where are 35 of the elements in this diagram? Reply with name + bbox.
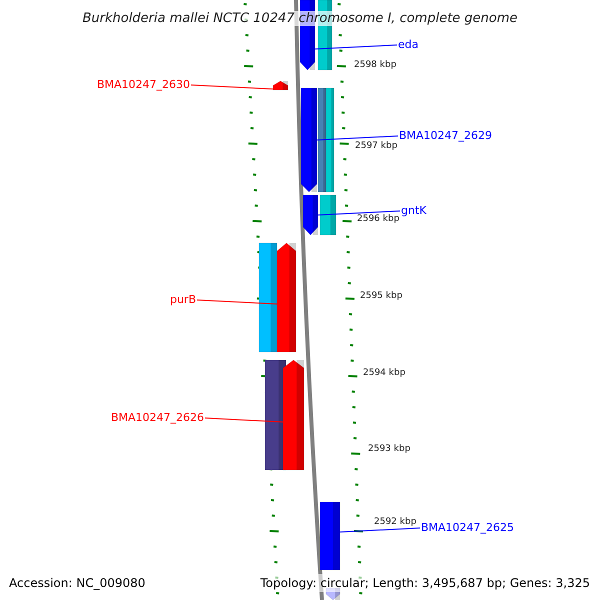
tick-label: 2593 kbp	[368, 444, 410, 455]
pointed-gene-block	[326, 588, 340, 600]
leader-line	[196, 300, 278, 304]
gene-block	[320, 195, 336, 235]
leader-line	[318, 210, 400, 216]
pointed-gene-block	[301, 88, 317, 192]
tick-label: 2594 kbp	[363, 368, 406, 379]
diagram-title: Burkholderia mallei NCTC 10247 chromosome I, complete genome	[81, 10, 519, 28]
gene-label: purB	[170, 293, 196, 307]
gene-block	[318, 88, 326, 192]
gene-block	[326, 88, 334, 192]
accession-note: Accession: NC_009080	[9, 575, 146, 592]
tick-label: 2598 kbp	[354, 60, 396, 71]
pointed-gene-block	[273, 81, 288, 90]
pointed-gene-block	[277, 243, 296, 352]
pointed-gene-block	[303, 195, 318, 235]
leader-line	[314, 44, 398, 50]
tick-label: 2597 kbp	[355, 141, 398, 152]
gene-label: BMA10247_2625	[421, 521, 514, 535]
genome-stats-note: Topology: circular; Length: 3,495,687 bp; Genes: 3,325	[260, 574, 590, 592]
gene-label: BMA10247_2629	[399, 129, 492, 143]
leader-line	[204, 418, 284, 422]
pointed-gene-block	[283, 360, 304, 470]
gene-label: eda	[398, 38, 418, 52]
gene-label: BMA10247_2630	[96, 78, 190, 92]
tick-label: 2592 kbp	[374, 517, 416, 528]
leader-line	[190, 84, 274, 90]
leader-line	[316, 136, 398, 140]
gene-label: BMA10247_2626	[110, 411, 204, 425]
gene-block	[259, 243, 277, 352]
gene-label: gntK	[401, 204, 426, 218]
tick-label: 2595 kbp	[360, 291, 402, 302]
gene-block	[320, 502, 340, 570]
tick-label: 2596 kbp	[357, 214, 400, 225]
leader-line	[340, 528, 420, 532]
